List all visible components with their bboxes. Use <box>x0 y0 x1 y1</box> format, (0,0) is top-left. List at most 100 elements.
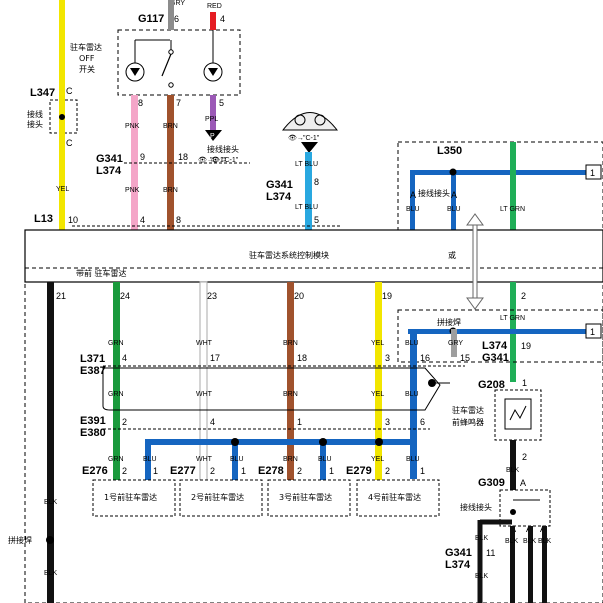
l371-label: L371 <box>80 353 105 365</box>
wire-lt-grn-top <box>510 142 516 230</box>
g341-mid-pin: 8 <box>314 177 319 187</box>
switch-label-line1: 驻车雷达 <box>70 42 102 52</box>
blu-label-1: BLU <box>405 340 419 347</box>
module-or-label: 或 <box>448 250 456 260</box>
e279-pin-2: 2 <box>385 466 390 476</box>
sensor-2-label: 2号前驻车雷达 <box>191 492 244 502</box>
l13-pin-4: 4 <box>140 215 145 225</box>
g309-box <box>499 489 551 527</box>
wire-blk-g309-1 <box>510 526 515 603</box>
bus-dot-1 <box>231 438 239 446</box>
shield-loop <box>102 367 441 411</box>
switch-label-line2: OFF <box>79 54 95 63</box>
lt-blu-splice-icon <box>301 142 318 153</box>
blk-g309-label-3: BLK <box>538 538 552 545</box>
e391-pin-2: 2 <box>122 417 127 427</box>
l13-label: L13 <box>34 213 53 225</box>
l350-splice-label: 接线接头 <box>418 188 450 198</box>
wire-ppl <box>210 95 216 130</box>
weld-pin-box <box>585 323 602 339</box>
l371-pin-17: 17 <box>210 353 220 363</box>
ppl-splice-label: 接线接头 <box>207 144 239 154</box>
wire-lt-grn-label: LT GRN <box>500 206 525 213</box>
l374-right-label: L374 <box>482 340 508 352</box>
g309-pin: A <box>520 478 526 488</box>
e391-label: E391 <box>80 415 106 427</box>
e279-label: E279 <box>346 465 372 477</box>
switch-lamp-right-icon <box>203 30 223 82</box>
wire-pnk-label-2: PNK <box>125 187 140 194</box>
blk-left-label-1: BLK <box>44 499 58 506</box>
l350-pin: 1 <box>590 168 595 178</box>
bus-dot-2 <box>319 438 327 446</box>
wire-lt-blu-label-2: LT BLU <box>295 204 318 211</box>
l350-tag-a2: A <box>451 190 457 200</box>
e276-pin-1: 1 <box>153 466 158 476</box>
sensor-1-label: 1号前驻车雷达 <box>104 492 157 502</box>
e279-pin-1: 1 <box>420 466 425 476</box>
e276-pin-2: 2 <box>122 466 127 476</box>
l347-splice-dot <box>59 114 65 120</box>
g208-label: G208 <box>478 379 505 391</box>
l374-mid-label: L374 <box>266 191 292 203</box>
l350-blu-label-1: BLU <box>406 206 420 213</box>
cluster-view-icon: 👁→ <box>288 134 304 142</box>
e387-label: E387 <box>80 365 106 377</box>
blu-s4-label: BLU <box>406 456 420 463</box>
wht-label-3: WHT <box>196 456 213 463</box>
e380-label: E380 <box>80 427 106 439</box>
l13-pin-10: 10 <box>68 215 78 225</box>
l347-splice-label-1: 接线 <box>27 109 43 119</box>
g341-bottom-label: G341 <box>445 547 472 559</box>
g341-left-pin-18: 18 <box>178 152 188 162</box>
wht-label-2: WHT <box>196 391 213 398</box>
grn-label-1: GRN <box>108 340 124 347</box>
g341-left-pin-9: 9 <box>140 152 145 162</box>
g309-dot <box>510 509 516 515</box>
g341-mid-label: G341 <box>266 179 293 191</box>
wire-blk-g309-2 <box>528 526 533 603</box>
e278-pin-2: 2 <box>297 466 302 476</box>
module-pin-19: 19 <box>382 291 392 301</box>
blk-g309-label-1: BLK <box>505 538 519 545</box>
g341-right-label: G341 <box>482 352 509 364</box>
control-module-box <box>24 229 603 283</box>
grn-label-2: GRN <box>108 391 124 398</box>
wire-brn-label-2: BRN <box>163 187 178 194</box>
yel-label-3: YEL <box>371 456 384 463</box>
yel-label-1: YEL <box>371 340 384 347</box>
wire-blu-weld <box>408 329 588 334</box>
l350-label: L350 <box>437 145 462 157</box>
ppl-view-icon: 👁→ <box>211 156 227 164</box>
wire-gry <box>168 0 174 30</box>
sensor-2-box <box>179 479 263 517</box>
wire-blu-l350-right <box>451 170 456 230</box>
e277-pin-2: 2 <box>210 466 215 476</box>
wire-blu-s3 <box>320 439 326 492</box>
sensor-4-label: 4号前驻车雷达 <box>368 492 421 502</box>
e391-pin-3: 3 <box>385 417 390 427</box>
wire-lt-blu-label: LT BLU <box>295 161 318 168</box>
lt-grn-label-2: LT GRN <box>500 315 525 322</box>
wire-blu-s2 <box>232 439 238 492</box>
shield-drain-dot <box>428 379 436 387</box>
brn-label-3: BRN <box>283 456 298 463</box>
e391-pin-1: 1 <box>297 417 302 427</box>
wire-brn <box>287 282 294 492</box>
gry-label: GRY <box>448 340 463 347</box>
l347-label: L347 <box>30 87 55 99</box>
front-radar-scope <box>24 267 603 603</box>
e391-pin-4: 4 <box>210 417 215 427</box>
l350-region <box>397 141 603 231</box>
l371-pin-16: 16 <box>420 353 430 363</box>
blk-weld-dot <box>46 536 54 544</box>
wire-blk-left <box>47 282 54 603</box>
l347-pin-bottom: C <box>66 138 73 148</box>
wire-blu-l350 <box>410 170 588 175</box>
wire-yel-label: YEL <box>56 186 69 193</box>
sensor-4-box <box>356 479 440 517</box>
switch-label-line3: 开关 <box>79 64 95 74</box>
module-pin-21: 21 <box>56 291 66 301</box>
